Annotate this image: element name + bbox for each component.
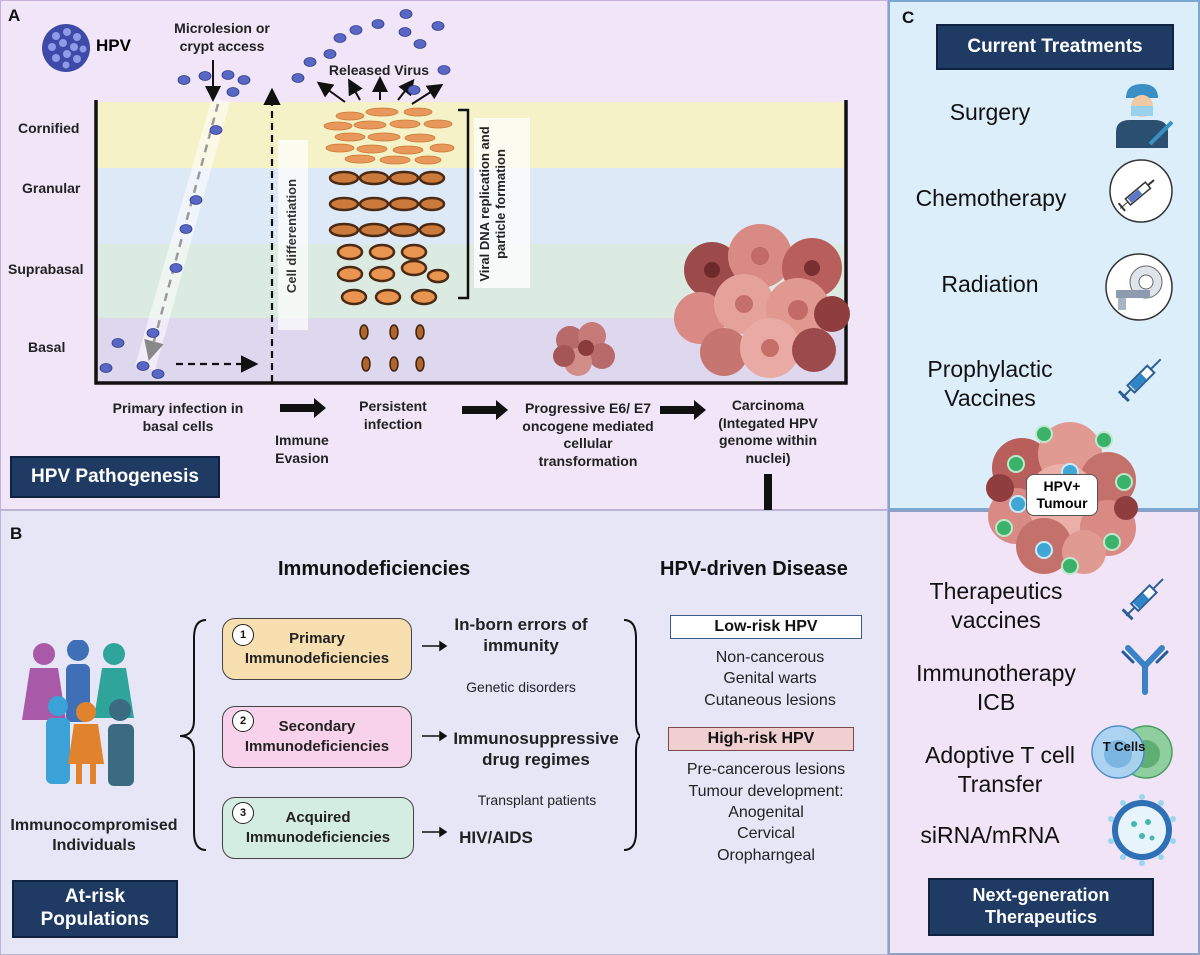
microlesion-label: Microlesion or crypt access: [174, 20, 270, 54]
secondary-immunodeficiency-box: Secondary Immunodeficiencies: [222, 706, 412, 768]
high-risk-item-0: Pre-cancerous lesions: [686, 761, 846, 778]
syringe-icon: [1117, 358, 1162, 403]
hpv-tumour-label: HPV+ Tumour: [1026, 474, 1098, 516]
lipid-nanoparticle-icon: [1108, 794, 1176, 866]
layer-label-granular: Granular: [22, 180, 81, 196]
disease-heading: HPV-driven Disease: [660, 558, 848, 580]
next-generation-title: Next-generation Therapeutics: [928, 878, 1154, 936]
layer-label-suprabasal: Suprabasal: [8, 261, 84, 277]
treatment-prophylactic-vaccines: Prophylactic Vaccines: [927, 356, 1053, 411]
low-risk-item-0: Non-cancerous: [715, 649, 825, 666]
treatment-surgery: Surgery: [949, 99, 1031, 125]
viral-replication-label: Viral DNA replication and particle forma…: [477, 126, 509, 282]
treatment-radiation: Radiation: [941, 271, 1039, 297]
current-treatments-title: Current Treatments: [936, 24, 1174, 70]
immunodeficiencies-heading: Immunodeficiencies: [278, 558, 471, 580]
low-risk-hpv-box: Low-risk HPV: [670, 615, 862, 639]
high-risk-item-4: Oropharngeal: [717, 847, 815, 864]
transplant-patients-label: Transplant patients: [477, 792, 597, 808]
primary-immunodeficiency-box: Primary Immunodeficiencies: [222, 618, 412, 680]
immunosuppressive-label: Immunosuppressive drug regimes: [453, 729, 619, 770]
stage-carcinoma: Carcinoma (Integated HPV genome within n…: [718, 397, 818, 466]
epithelium-diagram: [94, 9, 850, 385]
box-number-3: 3: [232, 802, 254, 824]
syringe-icon: [1121, 578, 1164, 621]
small-tumour: [553, 322, 615, 376]
genetic-disorders-label: Genetic disorders: [466, 679, 576, 695]
hpv-virus-icon: [42, 24, 90, 72]
granular-layer: [96, 168, 844, 244]
braces: [179, 619, 640, 851]
next-adoptive-t-cell: Adoptive T cell Transfer: [924, 742, 1076, 797]
box-number-1: 1: [232, 624, 254, 646]
released-virus-label: Released Virus: [328, 62, 430, 78]
t-cells-label: T Cells: [1102, 739, 1146, 754]
hpv-label: HPV: [96, 36, 131, 55]
stage-persistent-infection: Persistent infection: [359, 398, 427, 432]
stage-immune-evasion: Immune Evasion: [275, 432, 329, 466]
stage-primary-infection: Primary infection in basal cells: [112, 400, 244, 434]
panel-letter-a: A: [8, 6, 21, 25]
high-risk-item-1: Tumour development:: [688, 783, 844, 800]
at-risk-populations-title: At-risk Populations: [12, 880, 178, 938]
next-sirna-mrna: siRNA/mRNA: [920, 822, 1060, 848]
next-therapeutic-vaccines: Therapeutics vaccines: [929, 578, 1063, 633]
mri-scanner-icon: [1105, 253, 1173, 321]
syringe-icon: [1109, 159, 1173, 223]
hpv-pathogenesis-title: HPV Pathogenesis: [10, 456, 220, 498]
box-number-2: 2: [232, 710, 254, 732]
hiv-aids-label: HIV/AIDS: [459, 828, 533, 847]
low-risk-item-2: Cutaneous lesions: [704, 692, 836, 709]
acquired-immunodeficiency-box: Acquired Immunodeficiencies: [222, 797, 414, 859]
carcinoma-cluster: [674, 224, 850, 378]
next-immunotherapy-icb: Immunotherapy ICB: [916, 660, 1076, 715]
stage-progressive: Progressive E6/ E7 oncogene mediated cel…: [522, 400, 654, 469]
low-risk-item-1: Genital warts: [723, 670, 817, 687]
people-group-icon: [22, 640, 134, 786]
antibody-icon: [1121, 645, 1169, 695]
high-risk-hpv-box: High-risk HPV: [668, 727, 854, 751]
surgeon-icon: [1116, 84, 1174, 148]
layer-label-cornified: Cornified: [18, 120, 80, 136]
panel-letter-b: B: [10, 524, 23, 543]
t-cells-icon: [1091, 725, 1173, 779]
inborn-errors-label: In-born errors of immunity: [454, 615, 588, 656]
panel-letter-c: C: [902, 8, 915, 27]
treatment-chemotherapy: Chemotherapy: [915, 185, 1067, 211]
high-risk-item-3: Cervical: [737, 825, 795, 842]
high-risk-item-2: Anogenital: [728, 804, 804, 821]
cell-differentiation-label: Cell differentiation: [284, 178, 299, 294]
immunocompromised-label: Immunocompromised Individuals: [10, 817, 178, 854]
layer-label-basal: Basal: [28, 339, 66, 355]
